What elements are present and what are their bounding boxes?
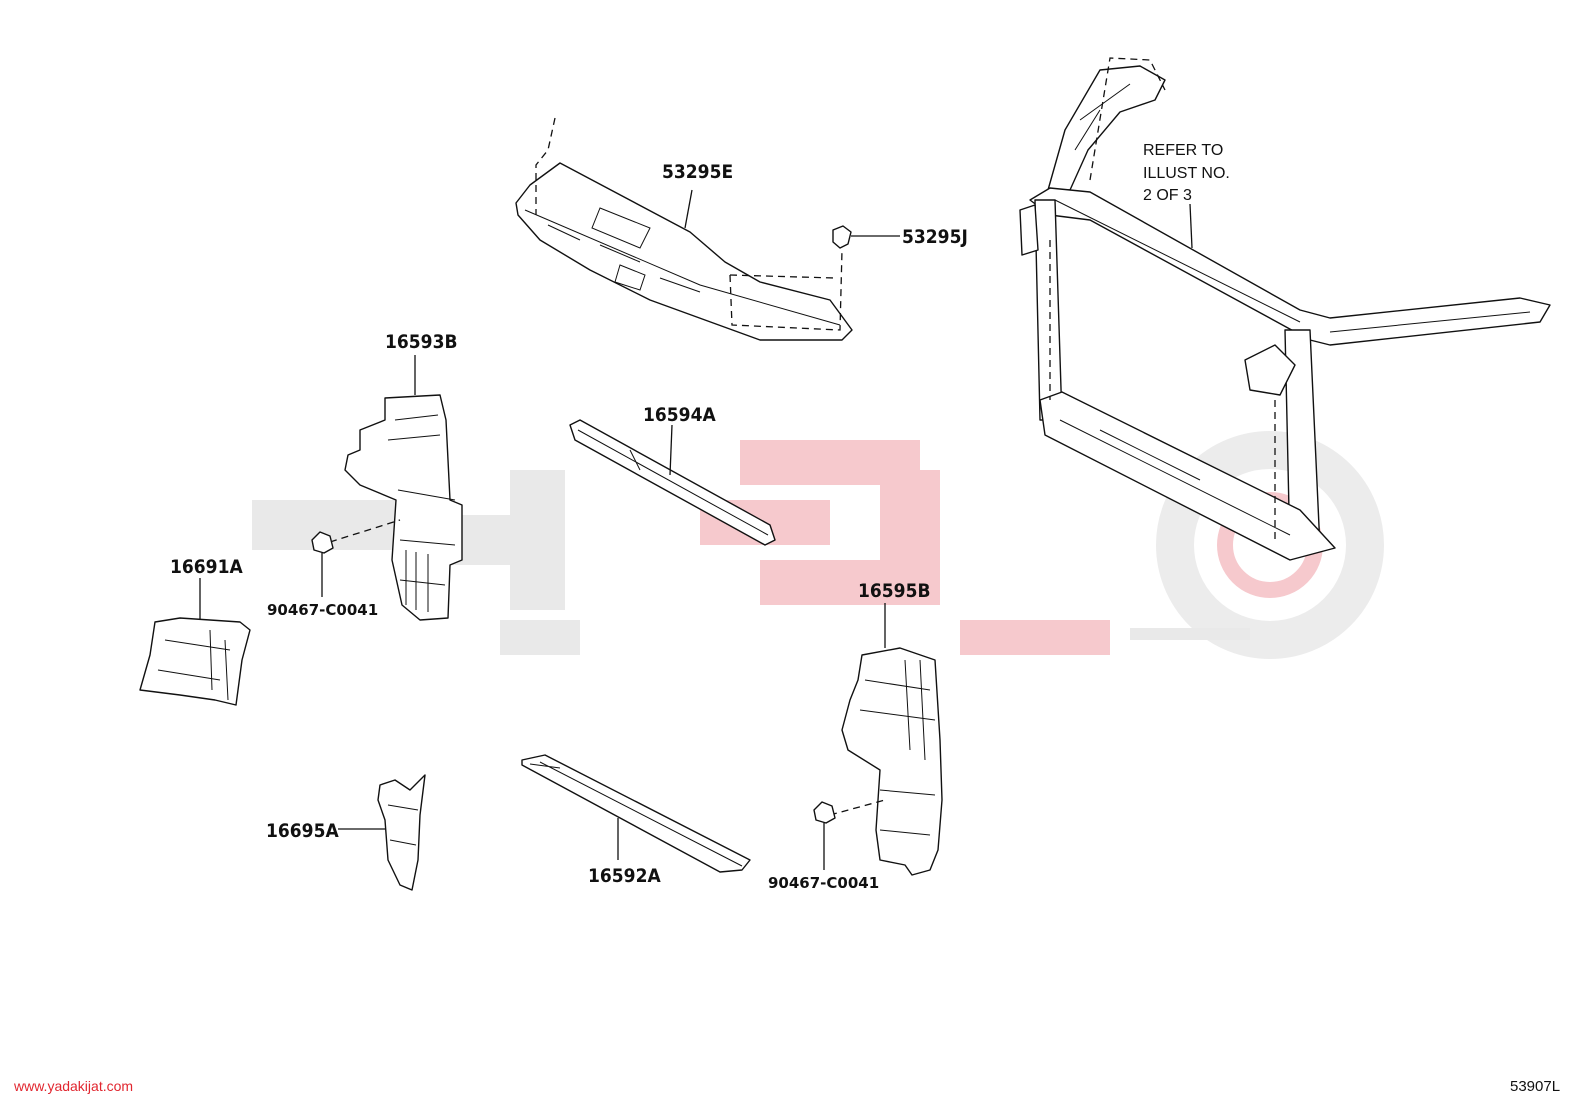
part-cover-53295E: [515, 117, 853, 341]
part-air-guide-16595B: [829, 603, 943, 876]
label-53295J: 53295J: [902, 226, 968, 248]
website-url[interactable]: www.yadakijat.com: [14, 1078, 134, 1094]
part-air-guide-16593B: [329, 355, 463, 621]
part-seal-16594A: [569, 419, 776, 546]
label-90467-left: 90467-C0041: [267, 601, 378, 619]
drawing-code: 53907L: [1510, 1078, 1561, 1095]
label-16594A: 16594A: [643, 404, 716, 426]
label-16595B: 16595B: [858, 580, 931, 602]
label-90467-right: 90467-C0041: [768, 874, 879, 892]
refer-note-line-1: REFER TO: [1143, 142, 1223, 159]
label-16691A: 16691A: [170, 556, 243, 578]
refer-note-line-3: 2 OF 3: [1143, 187, 1192, 204]
refer-note-line-2: ILLUST NO.: [1143, 165, 1230, 182]
label-53295E: 53295E: [662, 161, 733, 183]
label-16695A: 16695A: [266, 820, 339, 842]
part-seal-16691A: [139, 578, 251, 706]
part-clip-53295J: [832, 225, 900, 249]
part-radiator-support: [1019, 57, 1551, 561]
part-bolt-left: [311, 531, 334, 597]
label-16593B: 16593B: [385, 331, 458, 353]
part-bolt-right: [813, 801, 836, 870]
part-bracket-16695A: [338, 774, 426, 891]
label-16592A: 16592A: [588, 865, 661, 887]
part-seal-16592A: [521, 754, 751, 873]
